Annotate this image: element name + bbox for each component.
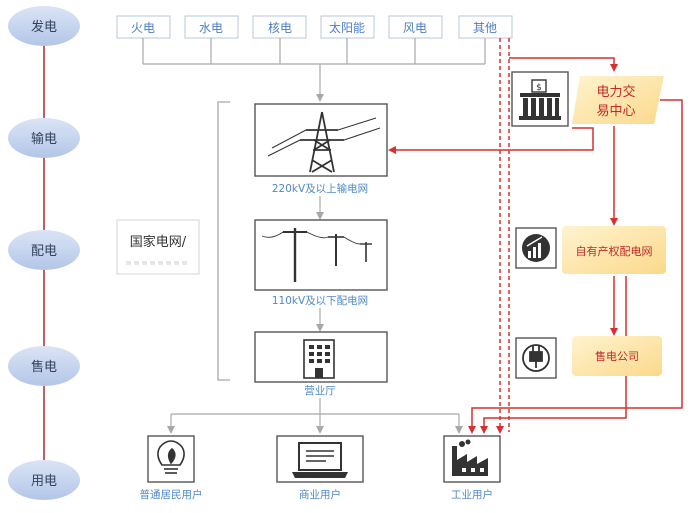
utility-poles-icon [261, 228, 372, 282]
trading-center-node: $ 电力交 易中心 [511, 71, 664, 127]
svg-text:$: $ [536, 83, 542, 93]
source-bus-connector [142, 38, 486, 102]
commercial-user-label: 商业用户 [299, 488, 341, 501]
source-to-trading-arrow [509, 57, 618, 72]
grid-company-box: 国家电网/ [116, 219, 200, 275]
source-label: 风电 [403, 21, 427, 35]
stage-label-transmission: 输电 [31, 131, 57, 147]
trading-to-transmission-arrow [388, 127, 594, 154]
hall-to-users-connector [167, 398, 463, 434]
stage-label-consumption: 用电 [31, 474, 57, 489]
commercial-user-node: 商业用户 [276, 435, 364, 501]
transmission-grid-node: 220kV及以上输电网 [254, 103, 388, 195]
industrial-user-node: 工业用户 [443, 435, 501, 501]
source-thermal: 火电 [116, 15, 171, 39]
source-label: 其他 [473, 21, 497, 35]
stage-label-generation: 发电 [31, 19, 57, 35]
source-label: 火电 [131, 21, 155, 35]
light-bulb-leaf-icon [157, 440, 185, 474]
owned-grid-label: 自有产权配电网 [576, 244, 653, 258]
transmission-tower-icon [267, 111, 381, 173]
industrial-user-label: 工业用户 [451, 488, 493, 501]
grid-bracket [217, 101, 230, 381]
source-label: 太阳能 [329, 20, 365, 35]
source-hydro: 水电 [184, 15, 239, 39]
trading-center-line2: 易中心 [596, 104, 635, 119]
transmission-caption: 220kV及以上输电网 [272, 182, 368, 195]
stage-generation: 发电 [8, 6, 80, 46]
trading-to-industrial-arrow [468, 99, 683, 434]
residential-user-label: 普通居民用户 [140, 488, 203, 501]
stage-sales: 售电 [8, 346, 80, 386]
trading-center-label-box [572, 76, 664, 124]
stage-distribution: 配电 [8, 230, 80, 270]
office-building-icon [303, 339, 335, 379]
source-other: 其他 [458, 15, 513, 39]
laptop-icon [292, 442, 348, 478]
source-label: 核电 [268, 21, 292, 35]
growth-chart-icon [522, 234, 550, 262]
owned-grid-label-box [562, 226, 666, 274]
grid-company-label: 国家电网/ [130, 234, 187, 250]
stage-label-distribution: 配电 [31, 244, 57, 259]
factory-icon [452, 439, 488, 476]
owned-grid-node: 自有产权配电网 [515, 226, 666, 274]
trading-center-line1: 电力交 [596, 84, 635, 100]
source-label: 水电 [199, 21, 223, 35]
source-nuclear: 核电 [252, 15, 307, 39]
power-plug-icon [522, 344, 550, 372]
retail-company-label: 售电公司 [595, 349, 639, 363]
service-hall-node: 营业厅 [254, 331, 388, 397]
stage-consumption: 用电 [8, 460, 80, 500]
bank-building-icon: $ [519, 79, 561, 120]
stage-label-sales: 售电 [31, 359, 57, 375]
source-solar: 太阳能 [320, 15, 375, 39]
distribution-caption: 110kV及以下配电网 [272, 294, 368, 307]
hall-caption: 营业厅 [304, 384, 336, 397]
source-wind: 风电 [388, 15, 443, 39]
distribution-grid-node: 110kV及以下配电网 [254, 219, 388, 307]
retail-company-node: 售电公司 [515, 336, 662, 379]
residential-user-node: 普通居民用户 [140, 435, 203, 501]
stage-transmission: 输电 [8, 118, 80, 158]
retail-company-label-box [572, 336, 662, 376]
